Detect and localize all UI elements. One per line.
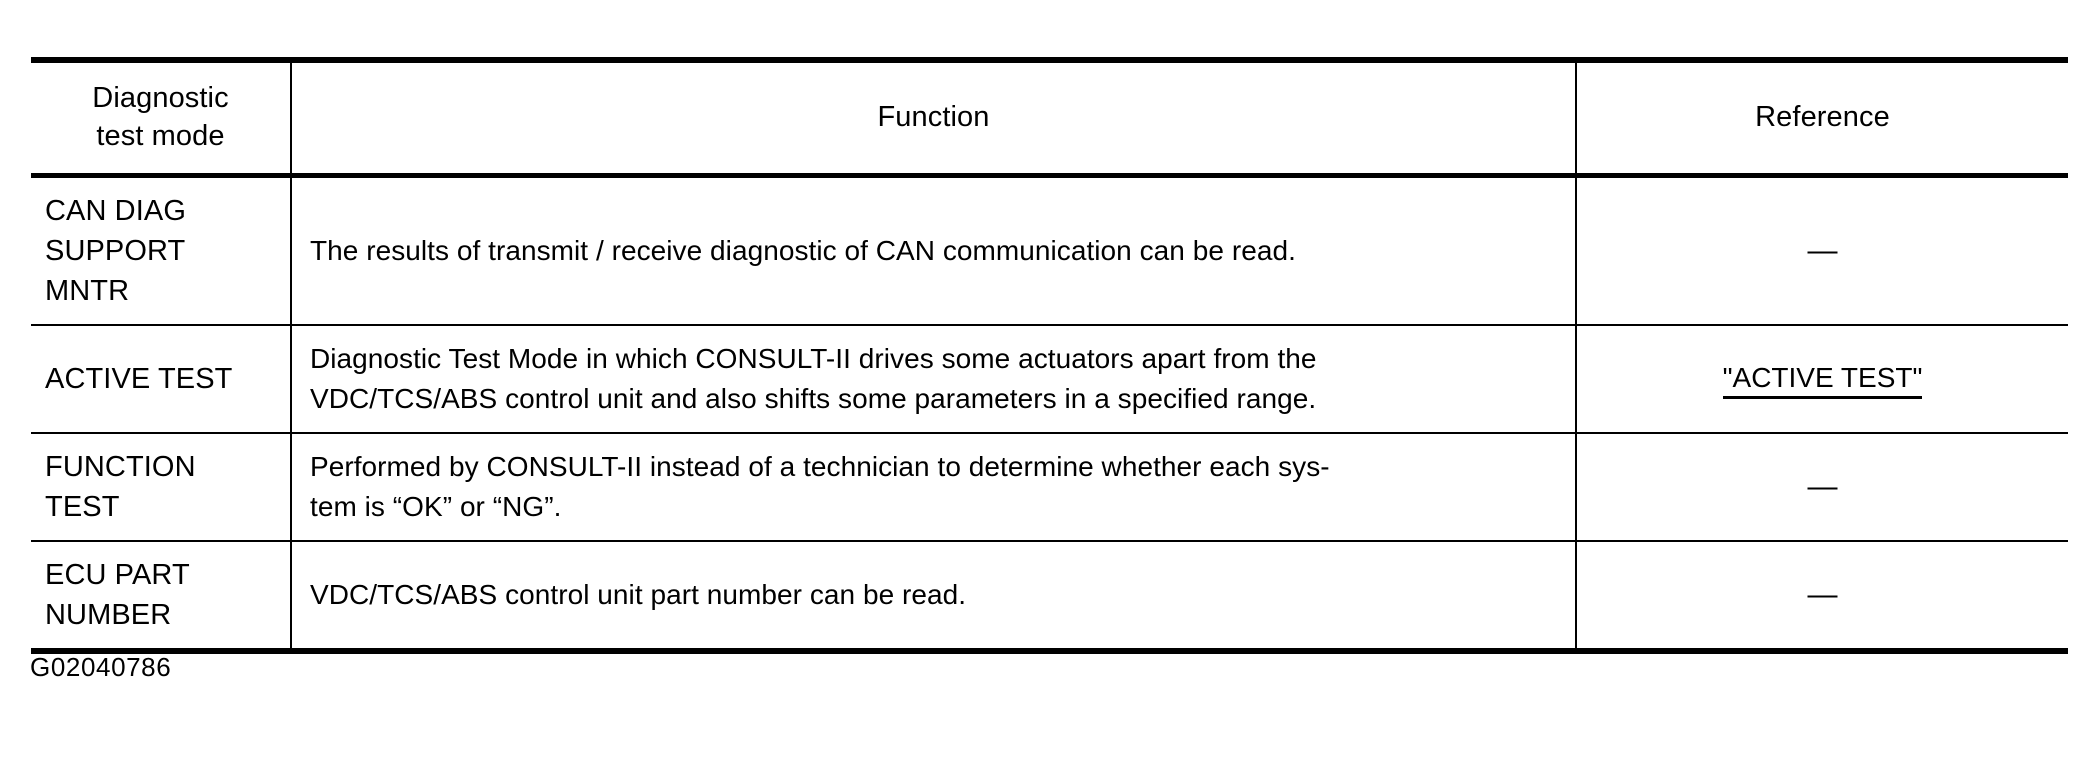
diagnostic-test-mode-table: Diagnostic test mode Function Reference … [31,57,2068,654]
cell-reference: — [1576,433,2068,542]
function-line: tem is “OK” or “NG”. [310,491,562,522]
function-description: Diagnostic Test Mode in which CONSULT-II… [292,326,1575,432]
function-description: Performed by CONSULT-II instead of a tec… [292,434,1575,540]
column-header-diagnostic-test-mode: Diagnostic test mode [31,57,292,178]
function-description: VDC/TCS/ABS control unit part number can… [292,562,1575,628]
function-line: Diagnostic Test Mode in which CONSULT-II… [310,343,1317,374]
em-dash-icon: — [1807,234,1838,267]
column-header-reference: Reference [1576,57,2068,178]
cell-function-description: Performed by CONSULT-II instead of a tec… [291,433,1577,542]
reference-link-active-test[interactable]: "ACTIVE TEST" [1722,361,1923,399]
mode-line: NUMBER [45,599,172,631]
cell-reference: "ACTIVE TEST" [1576,325,2068,434]
column-header-label: Function [877,101,990,133]
mode-label: FUNCTION TEST [31,434,290,540]
table-row: ECU PART NUMBER VDC/TCS/ABS control unit… [31,541,2068,654]
mode-line: CAN DIAG [45,195,186,227]
column-header-label: Diagnostic test mode [31,63,290,173]
cell-diagnostic-test-mode: ACTIVE TEST [31,325,292,434]
cell-function-description: The results of transmit / receive diagno… [291,175,1577,326]
cell-function-description: VDC/TCS/ABS control unit part number can… [291,541,1577,654]
em-dash-icon: — [1807,578,1838,611]
mode-line: ECU PART [45,559,190,591]
mode-line: FUNCTION [45,451,196,483]
reference-value: — [1577,563,2068,627]
mode-line: ACTIVE TEST [45,363,233,395]
cell-diagnostic-test-mode: ECU PART NUMBER [31,541,292,654]
reference-value: — [1577,455,2068,519]
column-header-function: Function [291,57,1577,178]
cell-diagnostic-test-mode: FUNCTION TEST [31,433,292,542]
function-line: VDC/TCS/ABS control unit and also shifts… [310,383,1317,414]
cell-reference: — [1576,175,2068,326]
table-header-row: Diagnostic test mode Function Reference [31,57,2068,178]
mode-label: CAN DIAG SUPPORT MNTR [31,178,290,324]
mode-line: SUPPORT [45,235,186,267]
table-row: CAN DIAG SUPPORT MNTR The results of tra… [31,175,2068,326]
table-row: FUNCTION TEST Performed by CONSULT-II in… [31,433,2068,542]
cell-reference: — [1576,541,2068,654]
reference-value: "ACTIVE TEST" [1577,346,2068,412]
column-header-label: Reference [1755,101,1890,133]
em-dash-icon: — [1807,470,1838,503]
header-line: test mode [96,120,225,152]
figure-caption-id: G02040786 [30,652,172,682]
function-line: Performed by CONSULT-II instead of a tec… [310,451,1330,482]
mode-label: ACTIVE TEST [31,346,290,412]
function-line: VDC/TCS/ABS control unit part number can… [310,579,967,610]
function-description: The results of transmit / receive diagno… [292,218,1575,284]
cell-diagnostic-test-mode: CAN DIAG SUPPORT MNTR [31,175,292,326]
mode-line: MNTR [45,275,130,307]
mode-label: ECU PART NUMBER [31,542,290,648]
cell-function-description: Diagnostic Test Mode in which CONSULT-II… [291,325,1577,434]
mode-line: TEST [45,491,120,523]
reference-value: — [1577,219,2068,283]
table-row: ACTIVE TEST Diagnostic Test Mode in whic… [31,325,2068,434]
function-line: The results of transmit / receive diagno… [310,235,1296,266]
header-line: Diagnostic [92,82,229,114]
